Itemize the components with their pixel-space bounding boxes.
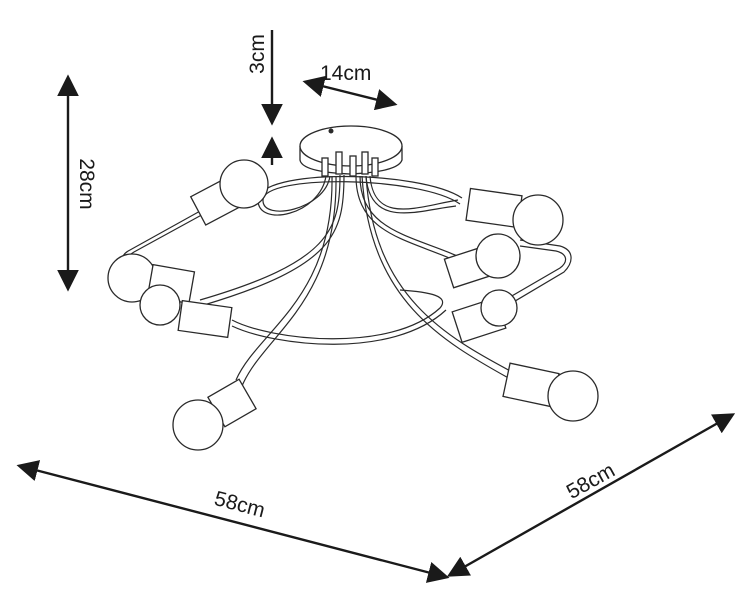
height-label: 28cm [75,158,98,209]
socket-bulb-left-middle [107,253,196,305]
socket-bulb-left-upper [189,159,269,226]
front-width-dimension: 58cm [16,460,450,583]
side-width-label: 58cm [563,459,619,504]
canopy-diameter-dimension: 14cm [302,62,398,111]
canopy-height-label: 3cm [246,34,269,74]
canopy-diameter-label: 14cm [320,62,371,85]
canopy-height-dimension: 3cm [246,30,283,165]
socket-bulb-left-lower [139,284,233,339]
socket-bulb-right-lower [451,289,518,344]
socket-bulb-front-left [172,378,257,451]
ceiling-canopy [299,125,403,177]
side-width-dimension: 58cm [446,413,736,577]
height-dimension: 28cm [57,74,98,292]
front-width-arrow [16,460,450,583]
socket-bulb-right-upper [443,233,521,289]
socket-bulb-front-right [502,362,599,422]
canopy-diameter-arrow [302,75,398,111]
socket-bulb-back-right [465,187,564,246]
lamp-fixture [107,125,599,451]
side-width-arrow [446,413,736,577]
